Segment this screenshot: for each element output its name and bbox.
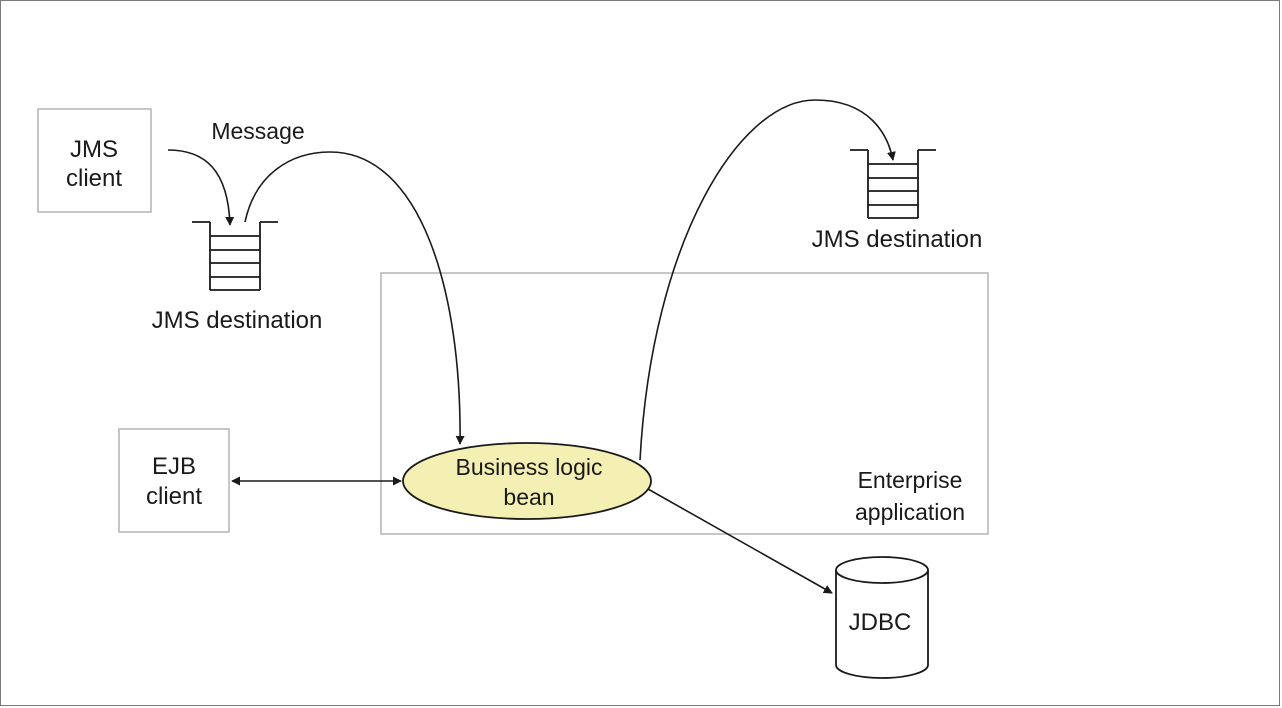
message-label: Message bbox=[211, 118, 304, 144]
bean-to-jdbc-arrow bbox=[647, 488, 833, 594]
ejb-client-label-line2: client bbox=[146, 483, 202, 510]
left-jms-destination-queue-icon bbox=[192, 221, 278, 291]
ejb-client-box bbox=[118, 428, 230, 533]
business-logic-bean-label-line2: bean bbox=[503, 484, 554, 510]
jdbc-label: JDBC bbox=[849, 609, 912, 636]
left-jms-destination-label: JMS destination bbox=[152, 307, 323, 334]
ejb-client-label-line1: EJB bbox=[152, 453, 196, 480]
business-logic-bean-ellipse bbox=[402, 442, 652, 520]
jdbc-database-cylinder-icon bbox=[835, 556, 929, 679]
enterprise-application-label-line2: application bbox=[855, 499, 965, 525]
enterprise-application-label-line1: Enterprise bbox=[858, 467, 963, 493]
enterprise-application-box bbox=[380, 272, 989, 535]
jms-client-box bbox=[37, 108, 152, 213]
message-send-arrow bbox=[167, 149, 235, 226]
right-jms-destination-queue-icon bbox=[850, 149, 936, 219]
business-logic-bean-label-line1: Business logic bbox=[455, 454, 602, 480]
jms-client-label-line2: client bbox=[66, 165, 122, 192]
jms-client-label-line1: JMS bbox=[70, 136, 118, 163]
destination-to-bean-arrow bbox=[244, 151, 465, 445]
bean-to-destination-arrow bbox=[639, 99, 896, 461]
right-jms-destination-label: JMS destination bbox=[812, 226, 983, 253]
